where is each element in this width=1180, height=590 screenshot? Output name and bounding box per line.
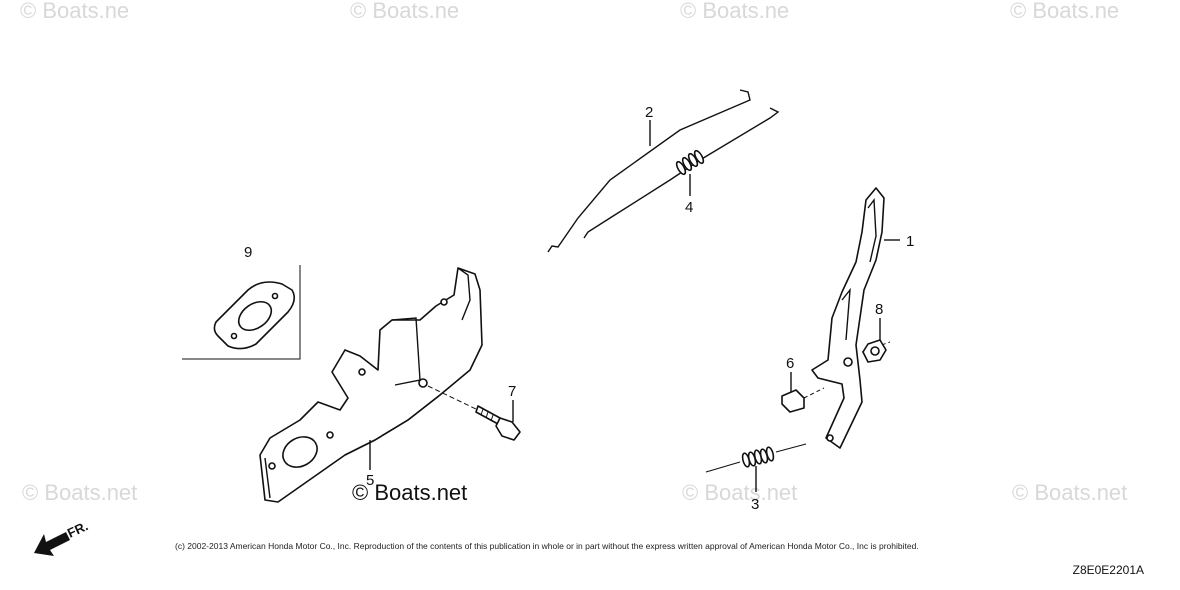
part-throttle-rod (547, 89, 751, 253)
callout-1: 1 (906, 233, 914, 250)
watermark-top-3: © Boats.ne (680, 0, 789, 23)
part-spring-rod (583, 107, 780, 239)
callout-5: 5 (366, 472, 374, 489)
watermark-top-1: © Boats.ne (20, 0, 129, 23)
brand-watermark: © Boats.net (352, 480, 467, 505)
front-direction-arrow: FR. (34, 518, 90, 556)
part-spring (705, 443, 807, 492)
callout-2: 2 (645, 104, 653, 121)
part-screw (781, 372, 825, 413)
part-control-lever (811, 187, 900, 449)
callout-7: 7 (508, 383, 516, 400)
part-control-plate (259, 267, 483, 503)
part-gasket (182, 265, 301, 360)
front-label: FR. (65, 518, 90, 540)
watermark-top-2: © Boats.ne (350, 0, 459, 23)
callout-3: 3 (751, 496, 759, 513)
watermark-top-4: © Boats.ne (1010, 0, 1119, 23)
callout-6: 6 (786, 355, 794, 372)
watermark-bottom-3: © Boats.net (682, 480, 797, 505)
callout-8: 8 (875, 301, 883, 318)
diagram-code: Z8E0E2201A (1072, 563, 1144, 577)
copyright-notice: (c) 2002-2013 American Honda Motor Co., … (175, 541, 919, 551)
watermark-bottom-1: © Boats.net (22, 480, 137, 505)
part-flange-bolt (427, 385, 521, 441)
part-nut (861, 318, 891, 363)
callout-4: 4 (685, 199, 693, 216)
watermark-bottom-4: © Boats.net (1012, 480, 1127, 505)
callout-9: 9 (244, 244, 252, 261)
